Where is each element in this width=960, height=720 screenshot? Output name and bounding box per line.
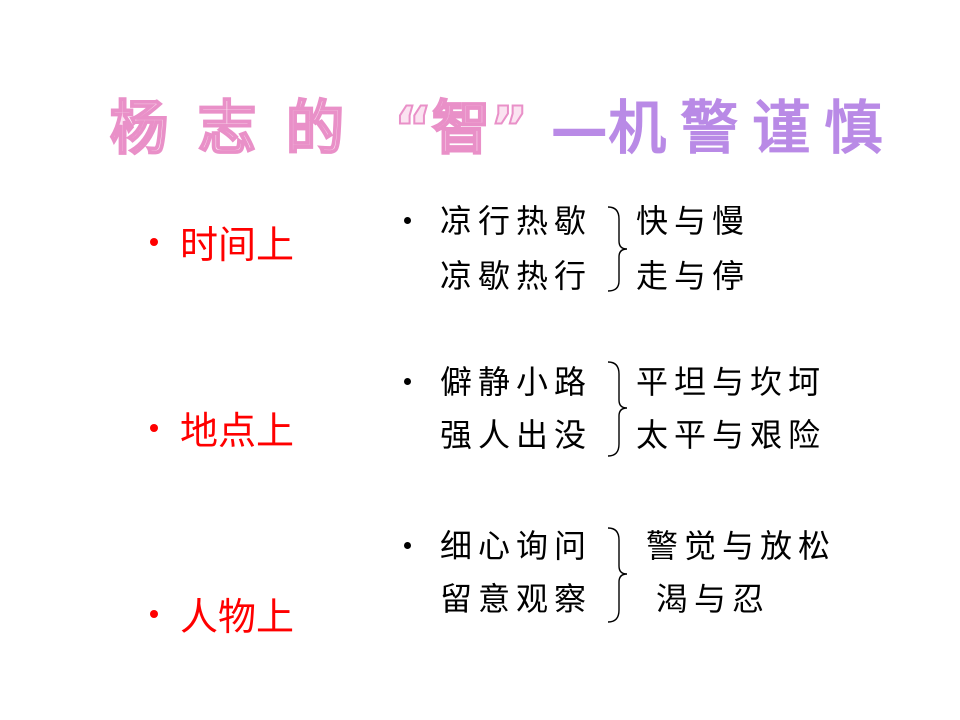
group-left-line-1: 凉行热歇 bbox=[440, 202, 593, 240]
group-right-line-1: 平坦与坎坷 bbox=[636, 363, 827, 401]
group-right-line-2: 渴与忍 bbox=[656, 580, 771, 618]
curly-brace-icon bbox=[607, 527, 628, 623]
left-item-time: 时间上 bbox=[150, 214, 294, 269]
title-part-jijing: 机警谨慎 bbox=[608, 94, 897, 162]
left-item-place: 地点上 bbox=[150, 400, 294, 455]
left-item-label: 地点上 bbox=[180, 409, 295, 453]
title-dash: — bbox=[550, 94, 609, 162]
group-left-line-1: 细心询问 bbox=[440, 527, 593, 565]
curly-brace-icon bbox=[607, 206, 628, 292]
left-item-people: 人物上 bbox=[150, 586, 294, 641]
curly-brace-icon bbox=[607, 361, 628, 457]
group-right-line-2: 太平与艰险 bbox=[636, 416, 827, 454]
bullet-dot bbox=[404, 542, 411, 549]
bullet-dot bbox=[150, 609, 158, 618]
group-right-line-1: 警觉与放松 bbox=[646, 527, 837, 565]
group-left-line-2: 留意观察 bbox=[440, 580, 593, 618]
group-right-line-1: 快与慢 bbox=[636, 202, 751, 240]
group-right-line-2: 走与停 bbox=[636, 257, 751, 295]
group-left-line-2: 凉歇热行 bbox=[440, 257, 593, 295]
group-place: 僻静小路 强人出没 平坦与坎坷 太平与艰险 bbox=[400, 361, 860, 474]
left-item-label: 人物上 bbox=[180, 595, 295, 639]
bullet-dot bbox=[404, 378, 411, 385]
bullet-dot bbox=[150, 423, 158, 432]
group-people: 细心询问 留意观察 警觉与放松 渴与忍 bbox=[400, 527, 860, 638]
bullet-dot bbox=[404, 217, 411, 224]
title-part-yangzhi: 杨志的 bbox=[109, 94, 375, 162]
title-quote-zhi: “智” bbox=[393, 94, 529, 162]
group-left-line-1: 僻静小路 bbox=[440, 363, 593, 401]
group-left-line-2: 强人出没 bbox=[440, 416, 593, 454]
group-time: 凉行热歇 凉歇热行 快与慢 走与停 bbox=[400, 203, 860, 313]
left-item-label: 时间上 bbox=[180, 223, 295, 267]
slide-title: 杨志的 “智” — 机警谨慎 bbox=[109, 88, 897, 168]
bullet-dot bbox=[150, 237, 158, 246]
